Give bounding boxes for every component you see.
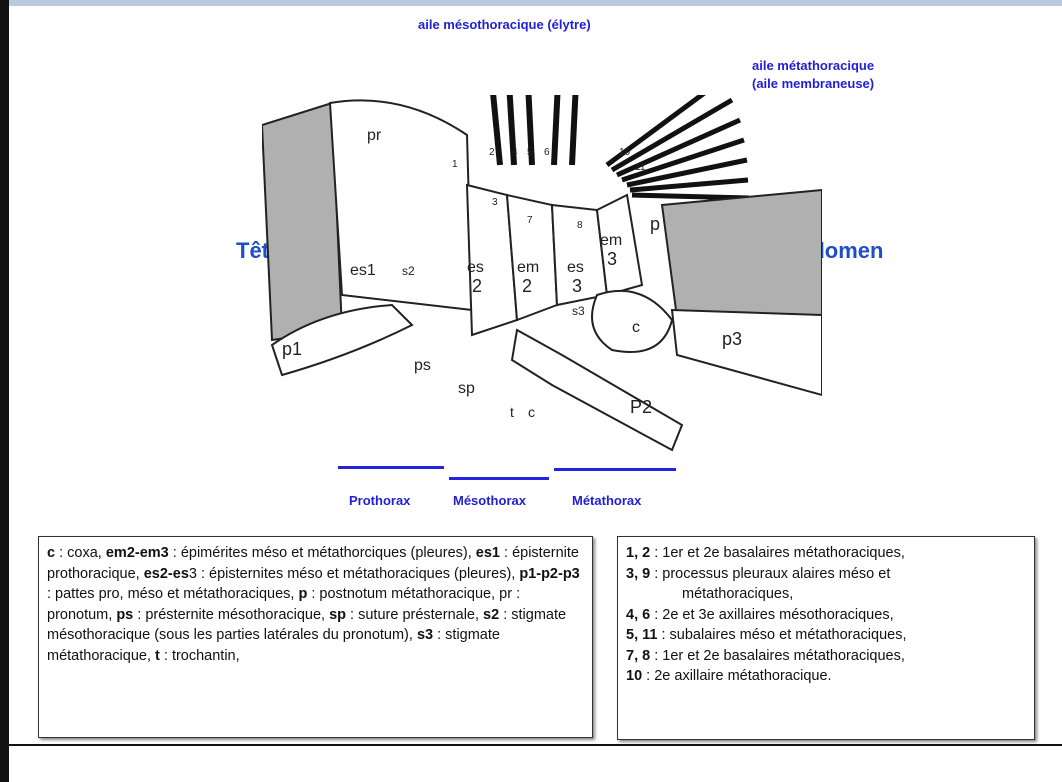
label-n3: 3 — [492, 197, 498, 208]
mesothorax-line — [449, 477, 549, 480]
label-n4: 4 — [512, 147, 518, 158]
label-em3-b: 3 — [607, 249, 617, 269]
label-n5: 5 — [527, 147, 533, 158]
legend-row: 1, 2 : 1er et 2e basalaires métathoraciq… — [626, 543, 1026, 564]
metathoracic-leg — [672, 310, 822, 395]
prothorax-line — [338, 466, 444, 469]
legend-row: 5, 11 : subalaires méso et métathoraciqu… — [626, 625, 1026, 646]
label-es3-b: 3 — [572, 276, 582, 296]
legend-abbreviations: c : coxa, em2-em3 : épimérites méso et m… — [38, 536, 593, 738]
mesothoracic-leg — [512, 330, 682, 450]
top-border — [0, 0, 1062, 6]
legend-left-text: c : coxa, em2-em3 : épimérites méso et m… — [47, 545, 580, 664]
label-n10: 10 — [619, 147, 631, 158]
epimeron-2 — [507, 195, 557, 320]
label-es2-a: es — [467, 259, 484, 276]
label-p2: P2 — [630, 397, 652, 417]
label-em3-a: em — [600, 232, 622, 249]
label-c: c — [528, 404, 535, 420]
label-p: p — [650, 214, 660, 234]
label-n2: 2 — [489, 147, 495, 158]
legend-row: 10 : 2e axillaire métathoracique. — [626, 666, 1026, 687]
label-t: t — [510, 404, 514, 420]
bottom-rule — [9, 744, 1062, 746]
legend-numbers: 1, 2 : 1er et 2e basalaires métathoraciq… — [617, 536, 1035, 740]
label-n6: 6 — [544, 147, 550, 158]
label-em2-a: em — [517, 259, 539, 276]
metathorax-line — [554, 468, 676, 471]
label-pr: pr — [367, 127, 382, 144]
metathorax-label: Métathorax — [572, 493, 641, 508]
prothorax-label: Prothorax — [349, 493, 410, 508]
label-s3: s3 — [572, 304, 585, 318]
thorax-diagram: pr es1 s2 es 2 em 2 es 3 em 3 p s3 c p3 … — [262, 95, 822, 475]
label-n7: 7 — [527, 215, 533, 226]
label-n8: 8 — [577, 220, 583, 231]
label-es2-b: 2 — [472, 276, 482, 296]
label-p1: p1 — [282, 339, 302, 359]
label-em2-b: 2 — [522, 276, 532, 296]
hindwing-label-line1: aile métathoracique — [752, 57, 874, 75]
legend-row: 4, 6 : 2e et 3e axillaires mésothoraciqu… — [626, 605, 1026, 626]
label-c-big: c — [632, 319, 640, 336]
legend-row: 3, 9 : processus pleuraux alaires méso e… — [626, 564, 1026, 605]
left-border — [0, 0, 9, 782]
label-es1: es1 — [350, 262, 376, 279]
label-sp: sp — [458, 380, 475, 397]
label-ps: ps — [414, 357, 431, 374]
hindwing-label: aile métathoracique (aile membraneuse) — [752, 57, 874, 93]
label-es3-a: es — [567, 259, 584, 276]
head-shape — [262, 103, 342, 340]
label-n1: 1 — [452, 159, 458, 170]
mesothorax-label: Mésothorax — [453, 493, 526, 508]
legend-row: 7, 8 : 1er et 2e basalaires métathoraciq… — [626, 646, 1026, 667]
elytra-label: aile mésothoracique (élytre) — [418, 17, 591, 32]
hindwing-label-line2: (aile membraneuse) — [752, 75, 874, 93]
label-n11: 11 — [635, 162, 646, 173]
label-s2: s2 — [402, 264, 415, 278]
label-p3: p3 — [722, 329, 742, 349]
